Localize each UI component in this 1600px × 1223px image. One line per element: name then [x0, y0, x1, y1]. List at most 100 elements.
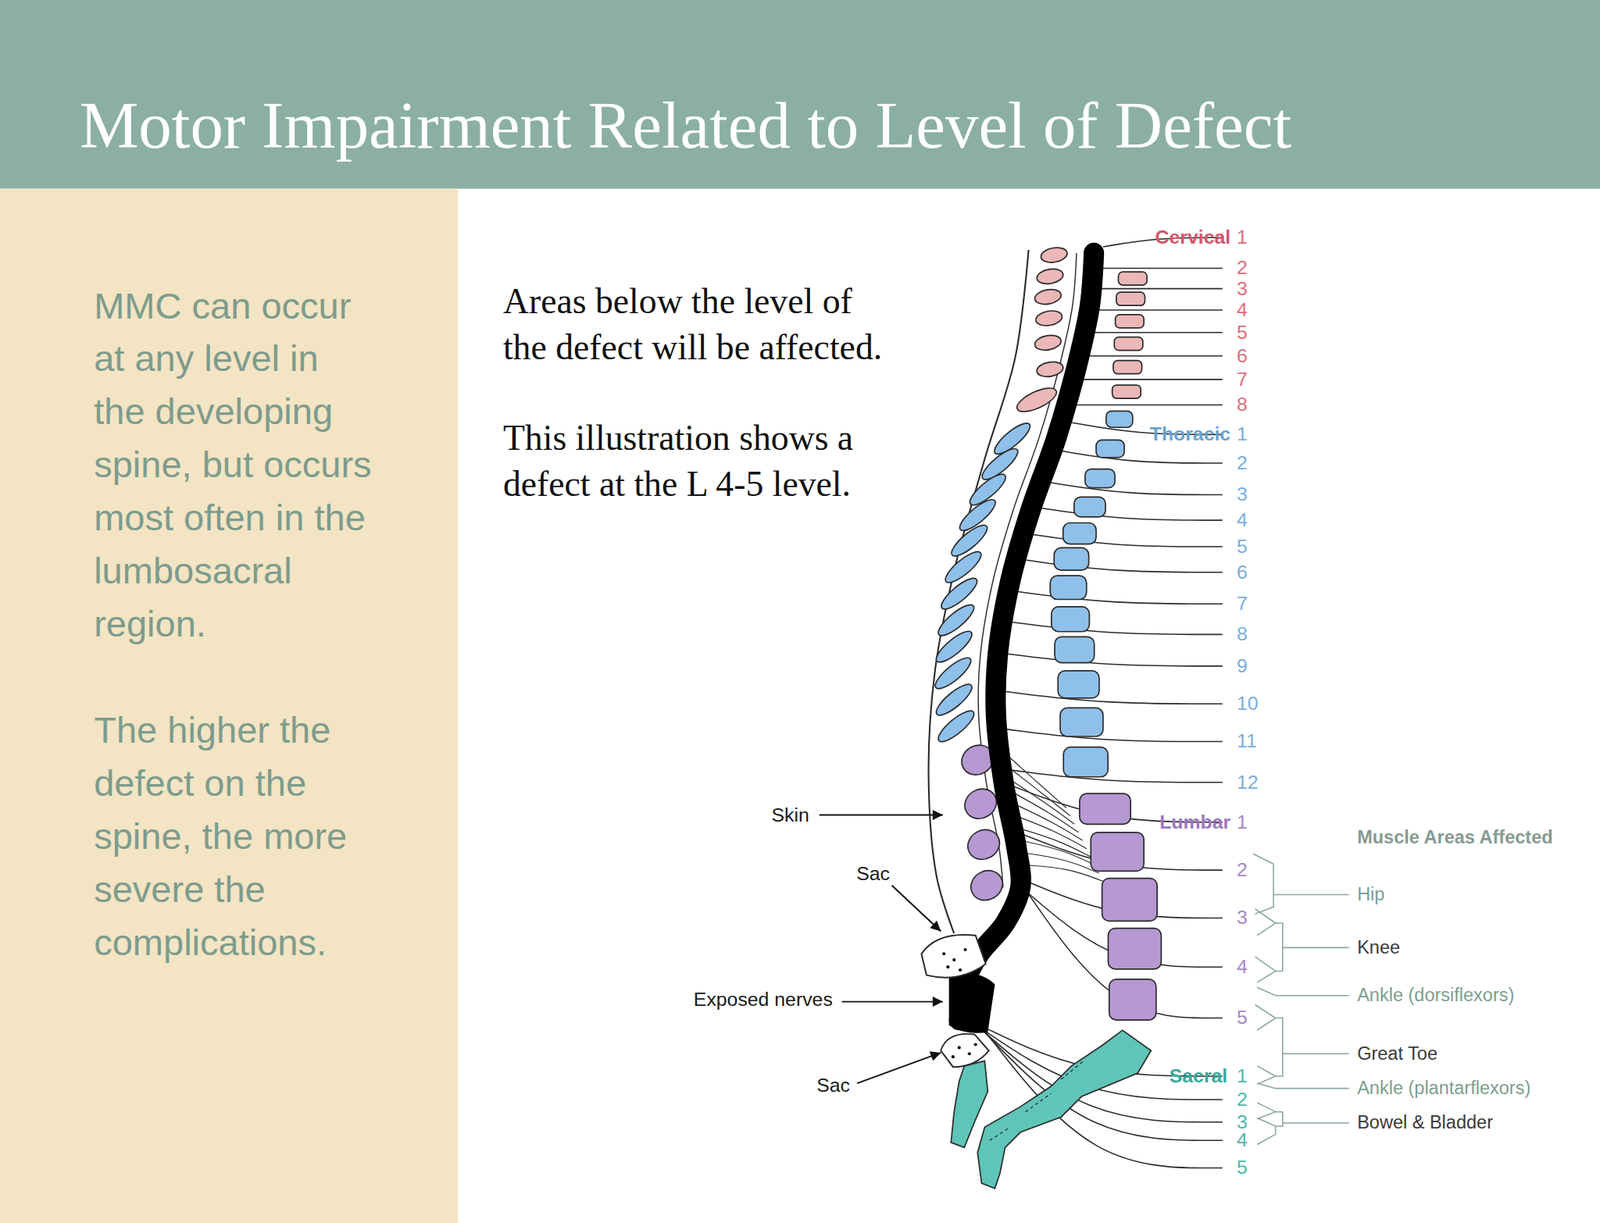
spinous-process [962, 824, 1005, 866]
level-number: 4 [1236, 956, 1248, 979]
level-brackets [1253, 853, 1350, 1145]
nerve-line [1092, 332, 1222, 334]
vertebral-body [1090, 832, 1144, 872]
spinous-process [934, 706, 979, 747]
level-number: 4 [1236, 509, 1248, 533]
level-number: 7 [1236, 592, 1248, 616]
level-number: 1 [1236, 810, 1248, 834]
region-label: Thoracic [1150, 423, 1231, 447]
level-number: 7 [1236, 368, 1248, 392]
callout-arrow [892, 885, 942, 933]
nerve-line [1082, 378, 1222, 381]
level-bracket [1257, 987, 1350, 996]
vertebral-body [1116, 292, 1146, 306]
nerve-line [1075, 404, 1223, 407]
vertebral-body [1050, 575, 1086, 600]
header-band: Motor Impairment Related to Level of Def… [0, 0, 1600, 190]
vertebral-body [1118, 271, 1148, 286]
vertebral-body [1079, 793, 1131, 825]
sac-dot [951, 1055, 955, 1059]
level-number: 5 [1236, 321, 1248, 345]
sac-dot [957, 1046, 961, 1050]
region-label: Cervical [1155, 226, 1232, 250]
level-number: 1 [1236, 423, 1248, 447]
sac-lower [940, 1034, 989, 1068]
coccyx-piece [950, 1060, 988, 1148]
vertebral-body [1106, 410, 1133, 428]
vertebral-body [1051, 607, 1090, 633]
spinous-process [941, 547, 986, 588]
callout-arrow [819, 814, 943, 817]
level-number: 5 [1236, 535, 1248, 559]
level-number: 11 [1236, 730, 1258, 754]
level-bracket [1282, 1122, 1350, 1125]
spinal-cord [959, 253, 1094, 1021]
level-number: 9 [1236, 655, 1248, 679]
level-bracket [1253, 853, 1274, 915]
page-title: Motor Impairment Related to Level of Def… [79, 92, 1292, 159]
callout-arrow [842, 1001, 943, 1004]
nerve-root [1021, 840, 1095, 865]
side-panel: MMC can occur at any level in the develo… [0, 189, 458, 1223]
vertebral-body [1060, 707, 1104, 737]
vertebral-body [1054, 636, 1095, 663]
level-bracket [1255, 957, 1276, 983]
nerve-lines [969, 237, 1223, 1168]
level-number: 6 [1236, 560, 1248, 584]
nerve-line [1007, 653, 1223, 667]
sacrum [977, 1030, 1151, 1189]
level-number: 4 [1236, 299, 1248, 322]
nerve-line [1011, 770, 1223, 783]
spinous-process [1033, 333, 1063, 353]
vertebral-body [1057, 671, 1100, 699]
vertebral-body [1109, 979, 1157, 1021]
vertebral-body [1115, 314, 1145, 329]
muscle-label: Hip [1357, 884, 1385, 906]
column-heading: Muscle Areas Affected [1357, 827, 1553, 849]
level-bracket [1255, 1005, 1276, 1032]
nerve-line [1032, 534, 1223, 547]
callout-arrows [819, 815, 943, 1085]
sac-upper [921, 935, 986, 979]
level-bracket [1257, 1083, 1350, 1090]
vertebral-body [1113, 360, 1143, 375]
level-bracket [1282, 1053, 1350, 1055]
nerve-line [1040, 507, 1223, 521]
muscle-label: Bowel & Bladder [1357, 1113, 1493, 1135]
vertebral-body [1112, 385, 1142, 399]
nerve-root [1023, 853, 1100, 874]
level-number: 2 [1236, 452, 1248, 475]
sac-dot [967, 1052, 972, 1056]
vertebral-body [1053, 547, 1089, 571]
panel-text: MMC can occur at any level in the develo… [93, 279, 377, 651]
level-bracket [1275, 1018, 1283, 1077]
level-number: 1 [1236, 226, 1248, 250]
nerve-line [1060, 450, 1223, 464]
sac-dots [942, 948, 978, 1059]
level-number: 5 [1236, 1157, 1248, 1180]
nerve-line [1012, 622, 1223, 636]
spinous-process [1014, 383, 1061, 417]
nerve-line [1100, 288, 1222, 290]
sac-dot [946, 965, 950, 969]
callout-label: Sac [816, 1074, 850, 1097]
callout-label: Skin [771, 803, 809, 827]
spinous-process [965, 864, 1008, 907]
spinous-process [1039, 246, 1069, 265]
nerve-line [1005, 692, 1222, 705]
region-label: Lumbar [1159, 810, 1231, 834]
vertebral-body [1063, 523, 1097, 545]
level-bracket [1255, 909, 1276, 936]
nerve-line [1050, 482, 1223, 496]
exposed-nerves [949, 973, 996, 1034]
callout-arrow [857, 1053, 941, 1084]
level-bracket [1257, 1118, 1276, 1146]
spinous-process [1035, 267, 1065, 286]
nerve-root [1016, 816, 1087, 850]
level-number: 5 [1236, 1007, 1248, 1030]
vertebral-body [1096, 439, 1125, 458]
region-label: Sacral [1169, 1065, 1229, 1089]
level-bracket [1273, 894, 1350, 897]
vertebral-body [1085, 469, 1115, 489]
